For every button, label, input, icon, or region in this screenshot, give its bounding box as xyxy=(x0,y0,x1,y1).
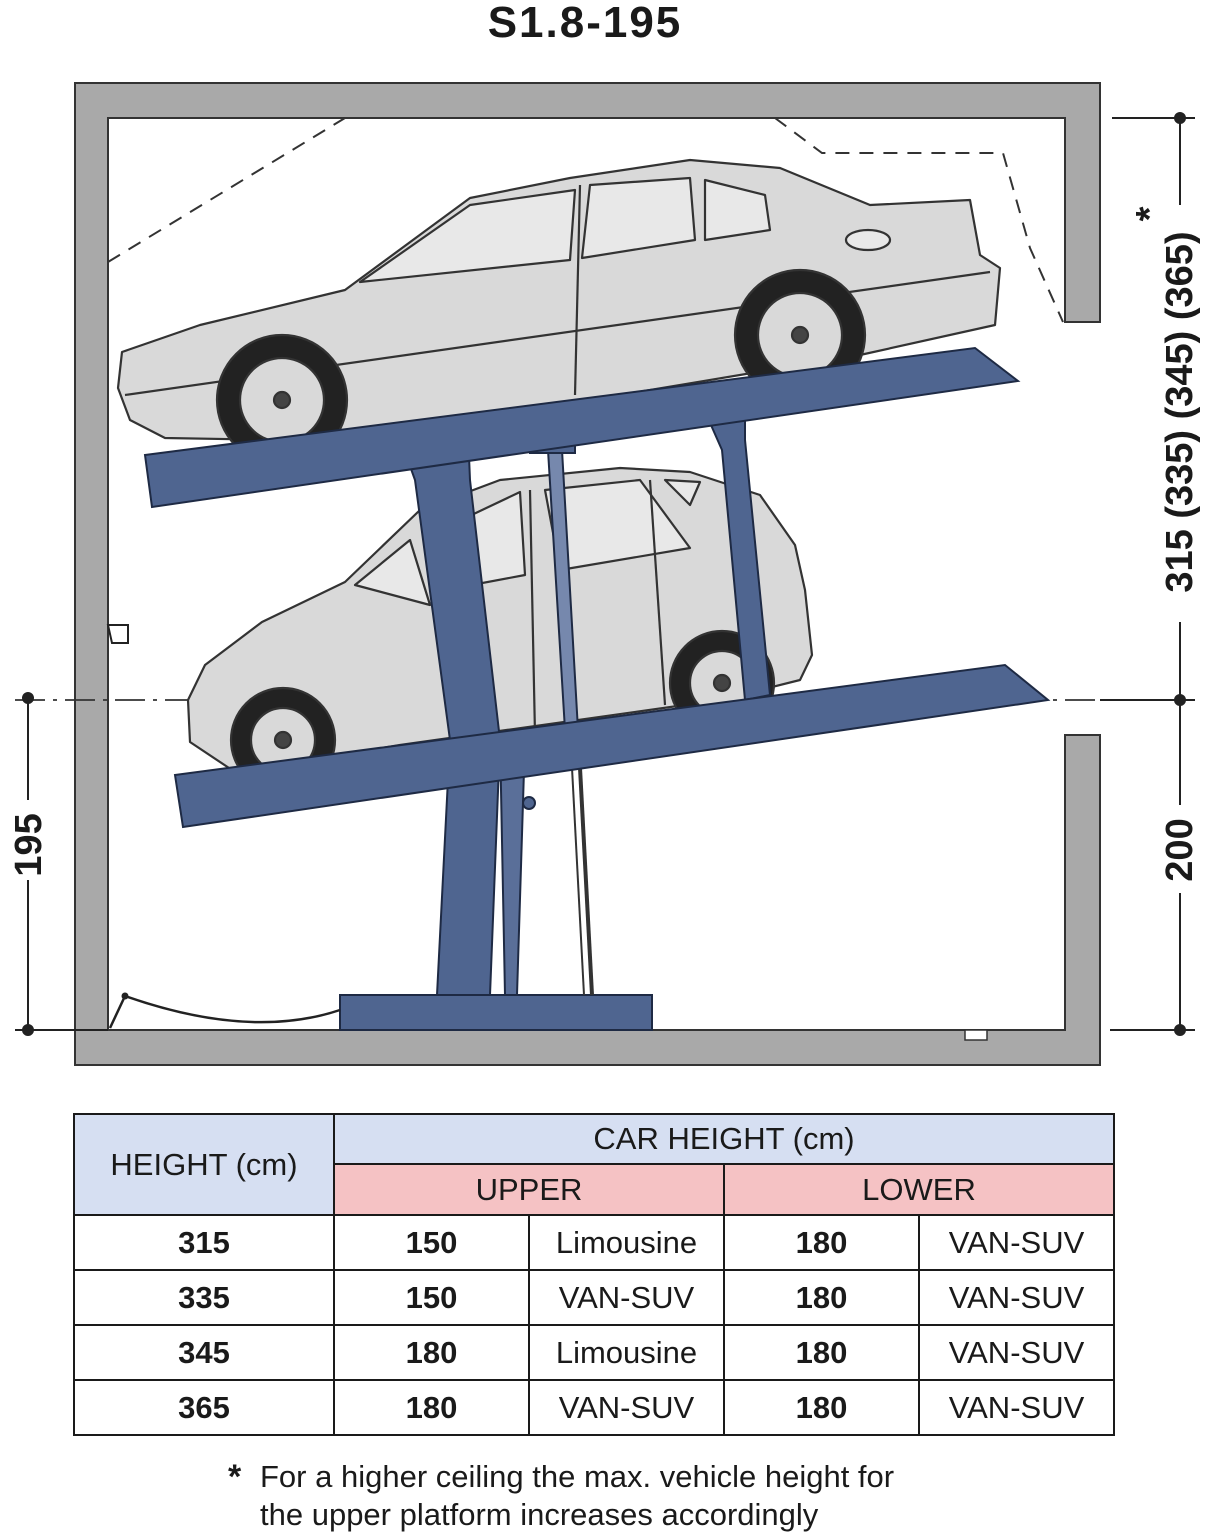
table-row: 365 180 VAN-SUV 180 VAN-SUV xyxy=(73,1379,1116,1436)
cell-upper-type: VAN-SUV xyxy=(528,1379,725,1436)
footnote-line-2: the upper platform increases accordingly xyxy=(260,1497,819,1532)
table-row: 345 180 Limousine 180 VAN-SUV xyxy=(73,1324,1116,1381)
right-dimension xyxy=(1100,112,1195,1036)
cell-upper-value: 180 xyxy=(333,1324,530,1381)
cell-upper-type: Limousine xyxy=(528,1324,725,1381)
table-row: 335 150 VAN-SUV 180 VAN-SUV xyxy=(73,1269,1116,1326)
cell-upper-type: VAN-SUV xyxy=(528,1269,725,1326)
cell-height: 345 xyxy=(73,1324,335,1381)
car-height-table: HEIGHT (cm) CAR HEIGHT (cm) UPPER LOWER … xyxy=(73,1113,1116,1436)
header-height: HEIGHT (cm) xyxy=(73,1113,335,1216)
diagram-title: S1.8-195 xyxy=(487,0,683,47)
cell-lower-type: VAN-SUV xyxy=(917,1214,1116,1271)
footnote-asterisk: * xyxy=(228,1458,242,1496)
cell-height: 315 xyxy=(73,1214,335,1271)
header-upper: UPPER xyxy=(333,1163,725,1216)
cell-upper-type: Limousine xyxy=(528,1214,725,1271)
base-plate xyxy=(339,994,653,1031)
lower-platform xyxy=(173,663,1051,829)
power-cable xyxy=(108,994,341,1029)
cell-lower-value: 180 xyxy=(723,1269,920,1326)
cell-upper-value: 150 xyxy=(333,1214,530,1271)
cell-height: 335 xyxy=(73,1269,335,1326)
table-row: 315 150 Limousine 180 VAN-SUV xyxy=(73,1214,1116,1271)
cell-upper-value: 150 xyxy=(333,1269,530,1326)
right-upper-label: 315 (335) (345) (365) xyxy=(1159,231,1201,592)
upper-platform xyxy=(143,346,1021,509)
lower-car xyxy=(186,466,814,794)
cell-lower-value: 180 xyxy=(723,1324,920,1381)
cell-lower-type: VAN-SUV xyxy=(917,1379,1116,1436)
upper-car xyxy=(116,158,1002,467)
cell-lower-type: VAN-SUV xyxy=(917,1324,1116,1381)
left-dimension xyxy=(15,692,108,1036)
parking-lift-diagram: 195 200 315 (335) (345) (365) * xyxy=(8,82,1201,1066)
header-lower: LOWER xyxy=(722,1163,1116,1216)
right-lower-label: 200 xyxy=(1159,818,1201,881)
cell-lower-value: 180 xyxy=(723,1379,920,1436)
cell-lower-value: 180 xyxy=(723,1214,920,1271)
lift-structure xyxy=(143,346,1051,1031)
cell-height: 365 xyxy=(73,1379,335,1436)
right-asterisk: * xyxy=(1129,206,1171,221)
header-car-height: CAR HEIGHT (cm) xyxy=(332,1113,1116,1165)
clearance-lines xyxy=(107,117,1064,323)
cell-lower-type: VAN-SUV xyxy=(917,1269,1116,1326)
cell-upper-value: 180 xyxy=(333,1379,530,1436)
footnote-line-1: For a higher ceiling the max. vehicle he… xyxy=(260,1459,895,1494)
left-height-label: 195 xyxy=(8,813,50,876)
